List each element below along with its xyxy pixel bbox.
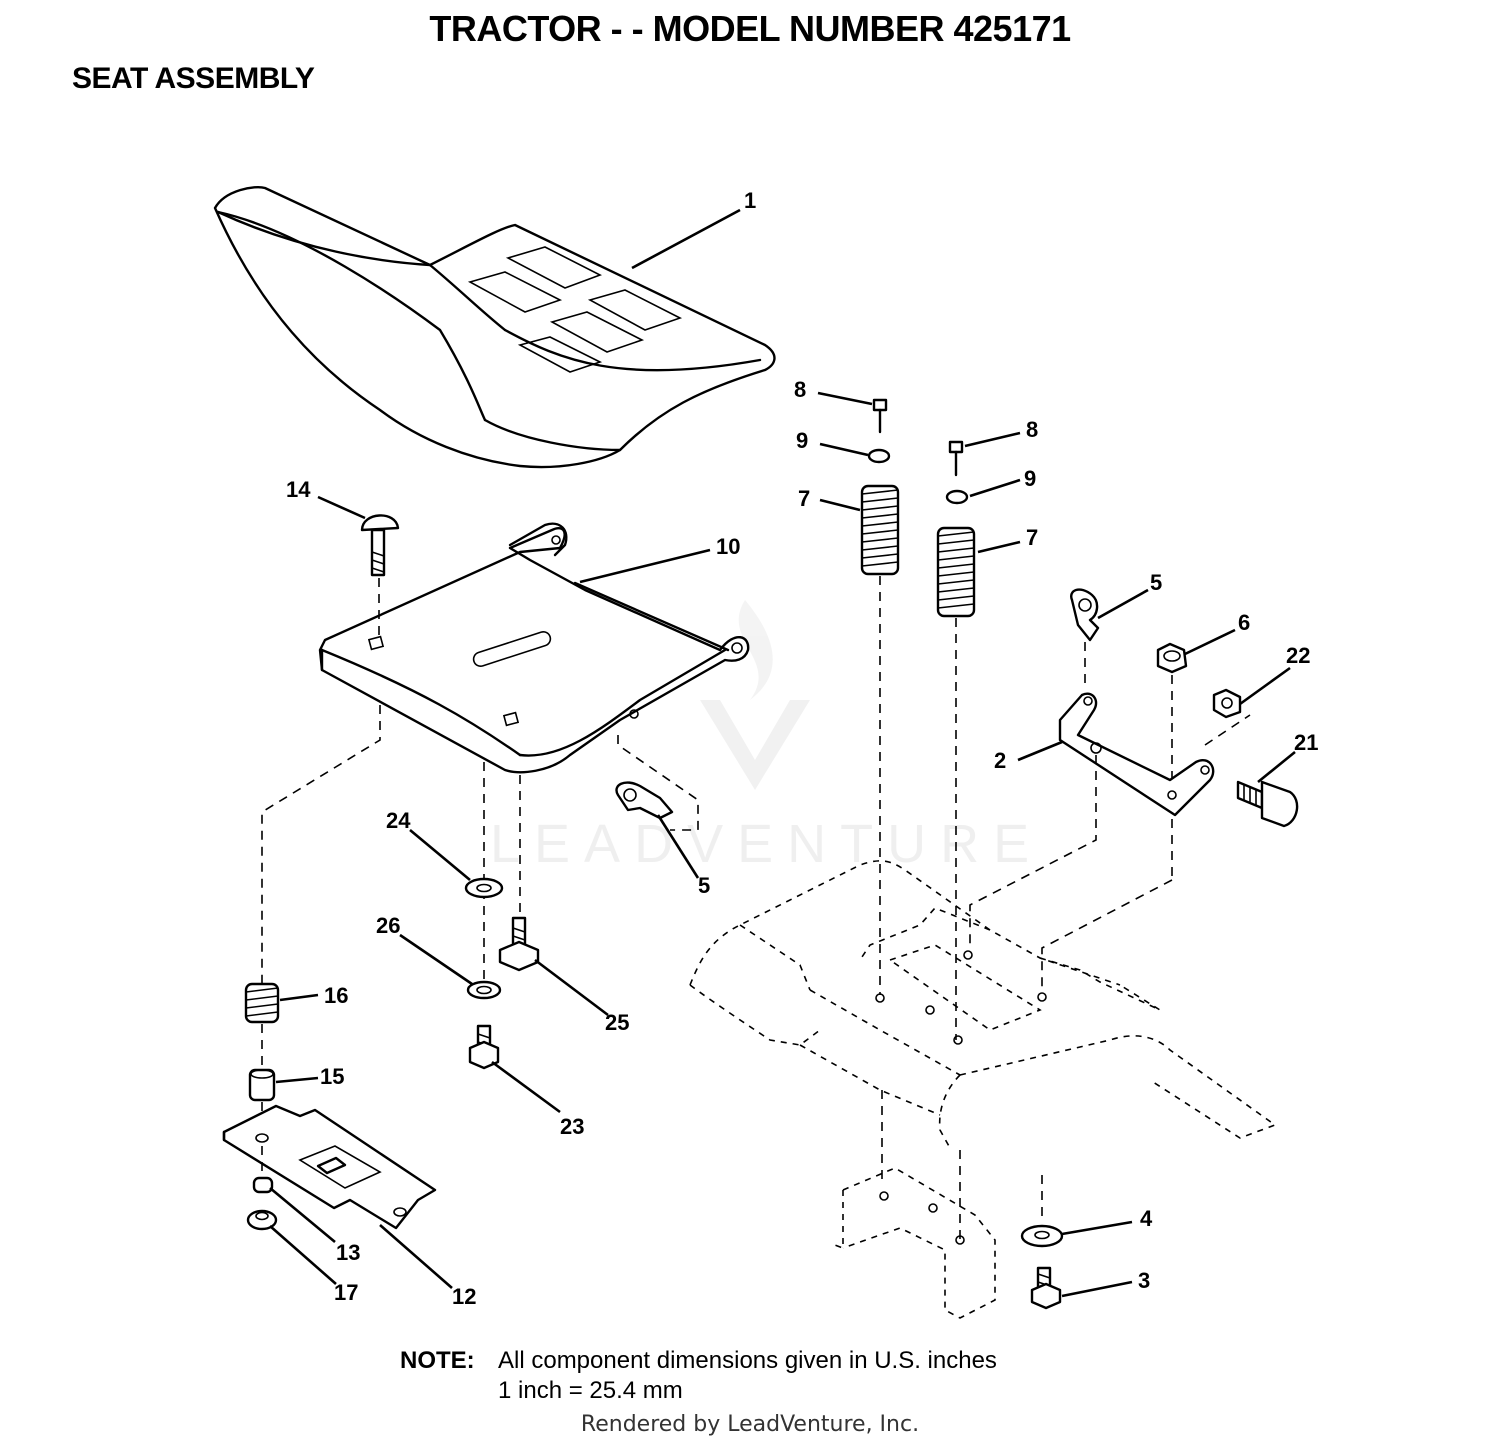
slide-plate-part — [222, 1104, 437, 1230]
callout-16: 16 — [324, 983, 348, 1008]
spring-assembly-left — [860, 398, 900, 995]
callout-12: 12 — [452, 1284, 476, 1309]
footer-credit: Rendered by LeadVenture, Inc. — [580, 1412, 920, 1437]
callout-7-right: 7 — [1026, 525, 1038, 550]
nut-part-13 — [252, 1176, 274, 1194]
bolt-part-25 — [498, 916, 540, 972]
clip-part-upper — [1070, 588, 1100, 690]
clip-part-lower — [615, 735, 699, 831]
callout-9-right: 9 — [1024, 466, 1036, 491]
section-title: SEAT ASSEMBLY — [72, 62, 315, 95]
callout-25: 25 — [605, 1010, 629, 1035]
callout-8-right: 8 — [1026, 417, 1038, 442]
callout-17: 17 — [334, 1280, 358, 1305]
nut-part — [1156, 642, 1188, 880]
callout-5-lower: 5 — [698, 873, 710, 898]
callout-13: 13 — [336, 1240, 360, 1265]
callout-6: 6 — [1238, 610, 1250, 635]
callout-1: 1 — [744, 188, 756, 213]
bolt-part-3 — [1030, 1266, 1062, 1310]
callout-15: 15 — [320, 1064, 344, 1089]
alignment-line-left — [261, 705, 381, 985]
carriage-bolt-part — [360, 514, 400, 640]
washer-part-4 — [1020, 1224, 1064, 1248]
bolt-part-23 — [468, 1024, 500, 1070]
callout-22: 22 — [1286, 643, 1310, 668]
watermark-text: LEADVENTURE — [490, 814, 1043, 874]
shoulder-bolt-part — [1236, 780, 1299, 828]
callout-23: 23 — [560, 1114, 584, 1139]
tractor-frame-outline — [689, 860, 1277, 1319]
callout-7-left: 7 — [798, 486, 810, 511]
callout-21: 21 — [1294, 730, 1318, 755]
callout-14: 14 — [286, 477, 311, 502]
bracket-part — [969, 692, 1215, 950]
note-line-2: 1 inch = 25.4 mm — [498, 1377, 683, 1404]
page-title: TRACTOR - - MODEL NUMBER 425171 — [429, 8, 1071, 49]
spring-assembly-right — [936, 440, 976, 1040]
seat-part — [213, 186, 776, 469]
flange-nut-part — [1204, 688, 1251, 746]
callout-24: 24 — [386, 808, 411, 833]
callout-3: 3 — [1138, 1268, 1150, 1293]
spring-part-16 — [244, 982, 280, 1066]
note-line-1: All component dimensions given in U.S. i… — [498, 1347, 997, 1374]
callout-26: 26 — [376, 913, 400, 938]
callout-8-left: 8 — [794, 377, 806, 402]
note-label: NOTE: — [400, 1347, 475, 1374]
watermark-logo: LEADVENTURE — [490, 600, 1043, 874]
callout-4: 4 — [1140, 1206, 1153, 1231]
callout-9-left: 9 — [796, 428, 808, 453]
dimension-note: NOTE: All component dimensions given in … — [400, 1346, 997, 1406]
callout-leaders — [269, 208, 1296, 1298]
washer-part-26 — [466, 980, 502, 1000]
washer-part-24 — [464, 877, 504, 899]
callout-numbers: 1 14 10 8 9 7 8 9 7 5 6 22 2 21 5 24 26 … — [286, 188, 1318, 1309]
callout-2: 2 — [994, 748, 1006, 773]
seat-pan-part — [318, 522, 750, 774]
callout-10: 10 — [716, 534, 740, 559]
washer-part-17 — [246, 1209, 278, 1231]
callout-5-upper: 5 — [1150, 570, 1162, 595]
